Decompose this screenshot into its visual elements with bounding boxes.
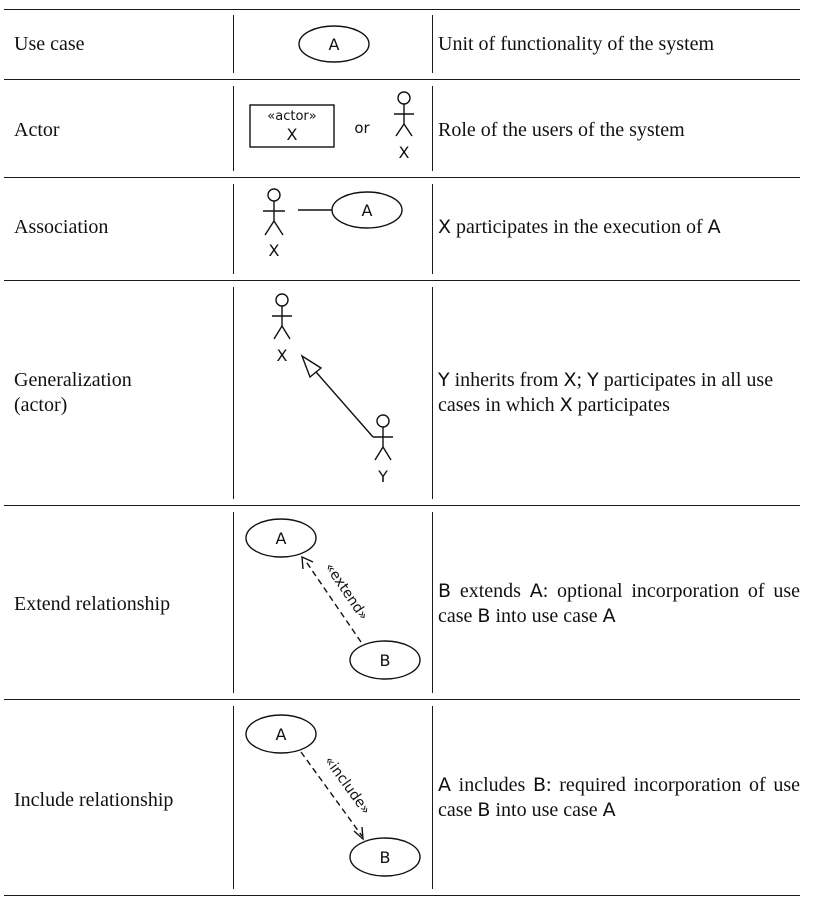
column-divider [233,86,234,171]
row-name-include: Include relationship [14,789,174,811]
use-case-ellipse [349,640,421,680]
column-divider [432,287,433,499]
extend-source-label: B [380,651,391,670]
symbol-label: X [559,394,573,416]
include-target-label: B [380,848,391,867]
row-name-extend: Extend relationship [14,593,171,615]
include-stereotype-label: «include» [321,753,374,817]
row-desc-generalization: Y inherits from X; Y participates in all… [438,369,774,416]
extend-figure: A B «extend» [236,512,432,692]
include-figure: A B «include» [236,706,432,891]
stick-figure-icon [373,414,393,461]
row-name-generalization: Generalization (actor) [14,368,219,418]
symbol-label: X [563,369,577,391]
actor-figure: «actor» X or X [236,88,432,168]
column-divider [432,184,433,274]
actor-box-label: X [287,125,298,144]
table-rule-bottom [4,895,800,896]
row-desc-use-case: Unit of functionality of the system [438,33,715,55]
table-rule [4,280,800,281]
symbol-label: Y [438,369,450,391]
symbol-label: X [438,216,452,238]
generalization-triangle-arrow [300,354,323,379]
symbol-label: B [477,799,491,821]
association-figure: X A [236,184,432,274]
table-rule [4,699,800,700]
symbol-label: A [602,605,616,627]
symbol-label: B [533,774,547,796]
symbol-label: Y [587,369,599,391]
use-case-ellipse [245,518,317,558]
symbol-label: A [707,216,721,238]
column-divider [233,15,234,73]
include-source-label: A [276,725,287,744]
association-actor-label: X [269,241,280,260]
use-case-ellipse [349,837,421,877]
use-case-ellipse [298,25,370,63]
row-desc-include: A includes B: required incorporation of … [438,774,800,821]
actor-stereotype-box [249,104,335,148]
column-divider [432,706,433,889]
row-name-use-case: Use case [14,33,85,55]
row-name-actor: Actor [14,119,60,141]
use-case-ellipse [331,191,403,229]
row-name-line: Generalization [14,369,132,391]
symbol-label: A [529,580,543,602]
actor-stereotype-label: «actor» [267,109,316,124]
column-divider [233,512,234,693]
column-divider [233,706,234,889]
row-name-association: Association [14,216,109,238]
extend-dashed-line [304,559,362,643]
association-usecase-label: A [362,201,373,220]
stick-figure-icon [394,91,414,137]
row-desc-extend: B extends A: optional incorporation of u… [438,580,800,627]
actor-figure-label: X [399,143,410,162]
use-case-ellipse [245,714,317,754]
generalization-figure: X Y [236,287,432,497]
row-desc-association: X participates in the execution of A [438,216,721,238]
table-rule [4,177,800,178]
include-dashed-line [300,751,363,837]
row-name-line: (actor) [14,394,68,416]
or-label: or [354,119,370,137]
column-divider [432,512,433,693]
use-case-label: A [329,35,340,54]
column-divider [432,15,433,73]
generalization-line [315,371,374,438]
child-actor-label: Y [377,467,388,486]
row-desc-actor: Role of the users of the system [438,119,685,141]
symbol-label: B [477,605,491,627]
extend-target-label: A [276,529,287,548]
column-divider [233,287,234,499]
parent-actor-label: X [277,346,288,365]
table-rule [4,505,800,506]
column-divider [432,86,433,171]
use-case-figure: A [236,20,432,70]
symbol-label: B [438,580,452,602]
stick-figure-icon [263,188,285,236]
stick-figure-icon [272,293,292,340]
symbol-label: A [602,799,616,821]
column-divider [233,184,234,274]
extend-stereotype-label: «extend» [321,560,371,623]
symbol-label: A [438,774,451,796]
table-rule-top [4,9,800,10]
include-arrowhead [353,826,364,841]
table-rule [4,79,800,80]
extend-arrowhead [301,555,314,570]
